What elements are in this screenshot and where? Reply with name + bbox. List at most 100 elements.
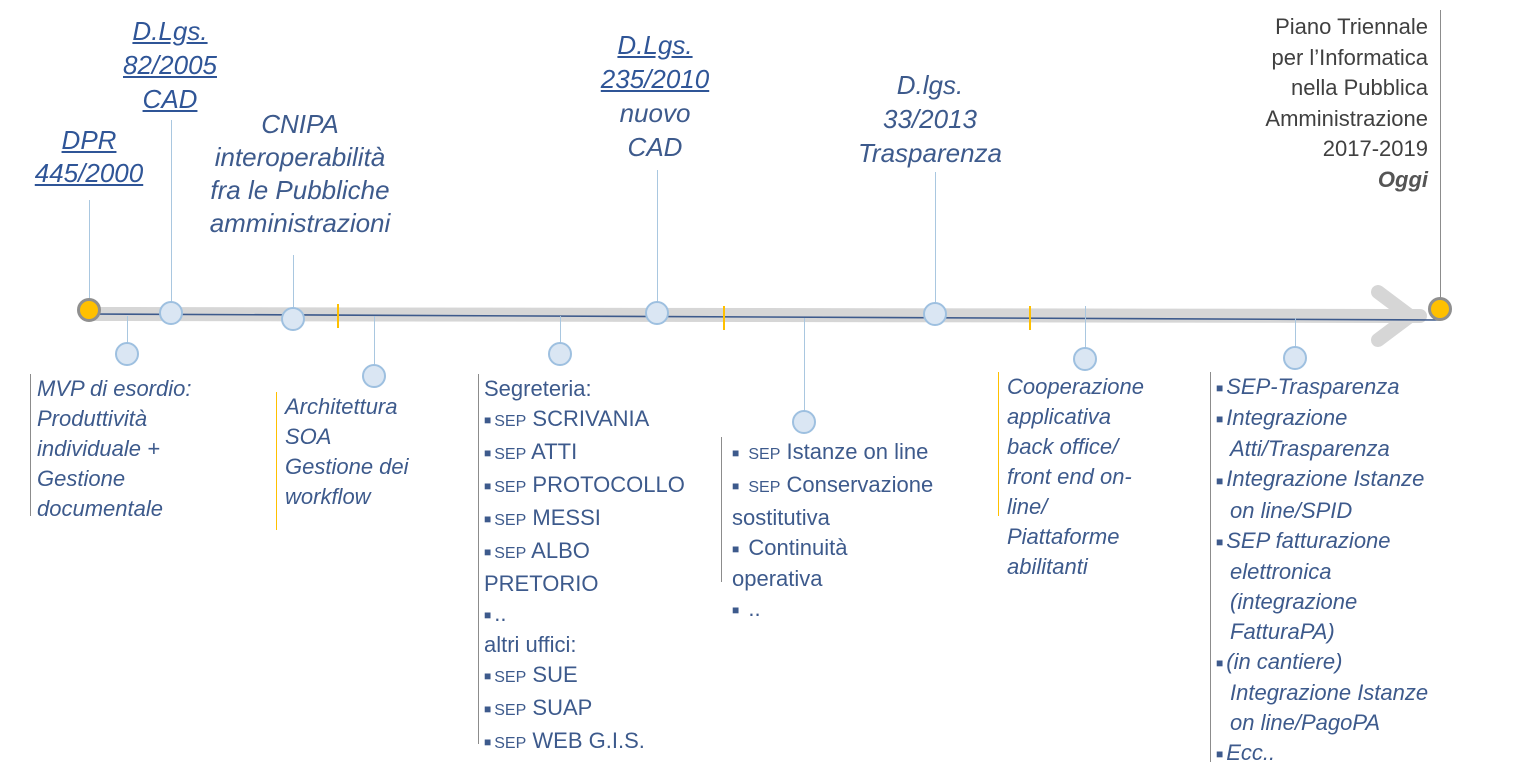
- square-bullet-icon: ■: [484, 479, 492, 494]
- segreteria-item-label: ATTI: [531, 439, 578, 464]
- trasparenza-line: D.lgs.: [896, 70, 964, 100]
- segreteria-item: ■SEP ATTI: [484, 437, 685, 470]
- dpr-link[interactable]: DPR: [61, 125, 117, 155]
- cad2005-link[interactable]: D.Lgs.: [132, 16, 208, 46]
- integrazioni-item-cont: on line/PagoPA: [1230, 709, 1381, 735]
- cad2010-line: nuovo: [619, 98, 691, 128]
- sep-prefix: SEP: [494, 545, 527, 562]
- sep-prefix: SEP: [494, 735, 527, 753]
- dpr-link[interactable]: 445/2000: [34, 158, 144, 188]
- square-bullet-icon: ■: [484, 735, 492, 750]
- cooperazione-line: front end on-: [1007, 464, 1132, 489]
- altri-item: ■SEP WEB G.I.S.: [484, 726, 685, 759]
- altri-uffici-title: altri uffici:: [484, 632, 577, 658]
- cad2010-line: CAD: [627, 132, 683, 162]
- integrazioni-item-label: SEP-Trasparenza: [1226, 374, 1400, 399]
- integrazioni-item-label: Ecc..: [1226, 739, 1276, 765]
- box-mvp: MVP di esordio: Produttività individuale…: [30, 374, 192, 521]
- istanze-item-label: Conservazione: [786, 472, 934, 497]
- box-integrazioni: ■SEP-Trasparenza ■Integrazione Atti/Tras…: [1210, 372, 1429, 765]
- integrazioni-item-label: (in cantiere): [1226, 648, 1343, 674]
- cooperazione-line: Cooperazione: [1007, 374, 1144, 399]
- soa-line: SOA: [285, 424, 332, 449]
- timeline-tick: [1029, 306, 1031, 330]
- cad2010-link[interactable]: 235/2010: [600, 64, 710, 94]
- sep-prefix: SEP: [494, 512, 527, 529]
- node-cnipa: [281, 307, 305, 331]
- connector-integrazioni: [1295, 318, 1296, 350]
- soa-line: workflow: [285, 484, 371, 509]
- box-istanze: ■ SEP Istanze on line ■ SEP Conservazion…: [721, 437, 934, 621]
- connector-cad2010: [657, 170, 658, 302]
- trasparenza-line: 33/2013: [883, 104, 977, 134]
- integrazioni-item-cont: Atti/Trasparenza: [1230, 436, 1390, 462]
- square-bullet-icon: ■: [1216, 534, 1224, 549]
- segreteria-item-label: SCRIVANIA: [532, 406, 650, 431]
- integrazioni-item-label: Integrazione Istanze: [1226, 466, 1425, 492]
- cad2005-link[interactable]: 82/2005: [123, 50, 217, 80]
- integrazioni-item: ■Integrazione: [1216, 403, 1428, 434]
- square-bullet-icon: ■: [732, 542, 740, 557]
- square-bullet-icon: ■: [484, 545, 492, 560]
- node-mvp: [115, 342, 139, 366]
- box-segreteria: Segreteria: ■SEP SCRIVANIA ■SEP ATTI ■SE…: [478, 374, 685, 753]
- segreteria-item: ■SEP SCRIVANIA: [484, 404, 685, 437]
- integrazioni-item-label: Integrazione: [1226, 405, 1348, 431]
- node-segreteria: [548, 342, 572, 366]
- altri-item: ■SEP SUE: [484, 660, 685, 693]
- node-istanze: [792, 410, 816, 434]
- sep-prefix: SEP: [494, 669, 527, 687]
- node-cooperazione: [1073, 347, 1097, 371]
- integrazioni-item-cont: FatturaPA): [1230, 618, 1335, 644]
- milestone-trasparenza: D.lgs. 33/2013 Trasparenza: [820, 68, 1040, 170]
- connector-cnipa: [293, 255, 294, 307]
- istanze-item: ■ SEP Istanze on line: [732, 437, 933, 470]
- segreteria-item-label: MESSI: [532, 505, 601, 530]
- sep-prefix: SEP: [748, 446, 781, 463]
- altri-item-label: SUE: [532, 662, 578, 688]
- istanze-item-label: Continuità: [748, 535, 848, 560]
- cad2005-link[interactable]: CAD: [142, 84, 198, 114]
- segreteria-item: ■SEP MESSI: [484, 503, 685, 536]
- piano-oggi: Oggi: [1377, 166, 1428, 192]
- integrazioni-item: ■SEP-Trasparenza: [1216, 372, 1428, 403]
- integrazioni-item: ■SEP fatturazione: [1216, 526, 1428, 557]
- cooperazione-line: abilitanti: [1007, 554, 1088, 579]
- box-cooperazione: Cooperazione applicativa back office/ fr…: [998, 372, 1144, 579]
- cooperazione-line: line/: [1007, 494, 1048, 519]
- piano-line: per l’Informatica: [1271, 44, 1428, 70]
- connector-trasparenza: [935, 172, 936, 304]
- square-bullet-icon: ■: [484, 512, 492, 527]
- segreteria-title: Segreteria:: [484, 376, 592, 401]
- timeline-tick: [337, 304, 339, 328]
- square-bullet-icon: ■: [1216, 747, 1224, 762]
- cnipa-line: fra le Pubbliche: [210, 175, 390, 205]
- integrazioni-item: ■Ecc..: [1216, 738, 1428, 769]
- square-bullet-icon: ■: [732, 446, 740, 461]
- mvp-line: documentale: [37, 496, 163, 521]
- node-cad2010: [645, 301, 669, 325]
- sep-prefix: SEP: [494, 446, 527, 463]
- cooperazione-line: back office/: [1007, 434, 1119, 459]
- integrazioni-item-cont: Integrazione Istanze: [1230, 679, 1429, 705]
- segreteria-item-label: ALBO: [531, 538, 590, 563]
- connector-segreteria: [560, 316, 561, 344]
- trasparenza-line: Trasparenza: [857, 138, 1003, 168]
- cad2010-link[interactable]: D.Lgs.: [617, 30, 693, 60]
- piano-line: nella Pubblica: [1291, 75, 1428, 100]
- node-trasparenza: [923, 302, 947, 326]
- soa-line: Gestione dei: [285, 454, 409, 479]
- square-bullet-icon: ■: [484, 446, 492, 461]
- istanze-item: ■ Continuità: [732, 533, 933, 564]
- mvp-line: MVP di esordio:: [37, 376, 192, 401]
- cnipa-line: CNIPA: [261, 109, 339, 139]
- piano-line: Amministrazione: [1265, 105, 1428, 131]
- milestone-cad2010: D.Lgs. 235/2010 nuovo CAD: [570, 28, 740, 164]
- sep-prefix: SEP: [494, 702, 527, 720]
- milestone-piano: Piano Triennale per l’Informatica nella …: [1200, 12, 1428, 195]
- connector-mvp: [127, 316, 128, 346]
- integrazioni-item: ■Integrazione Istanze: [1216, 464, 1428, 495]
- cnipa-line: interoperabilità: [214, 142, 386, 172]
- connector-istanze: [804, 318, 805, 412]
- node-cad2005: [159, 301, 183, 325]
